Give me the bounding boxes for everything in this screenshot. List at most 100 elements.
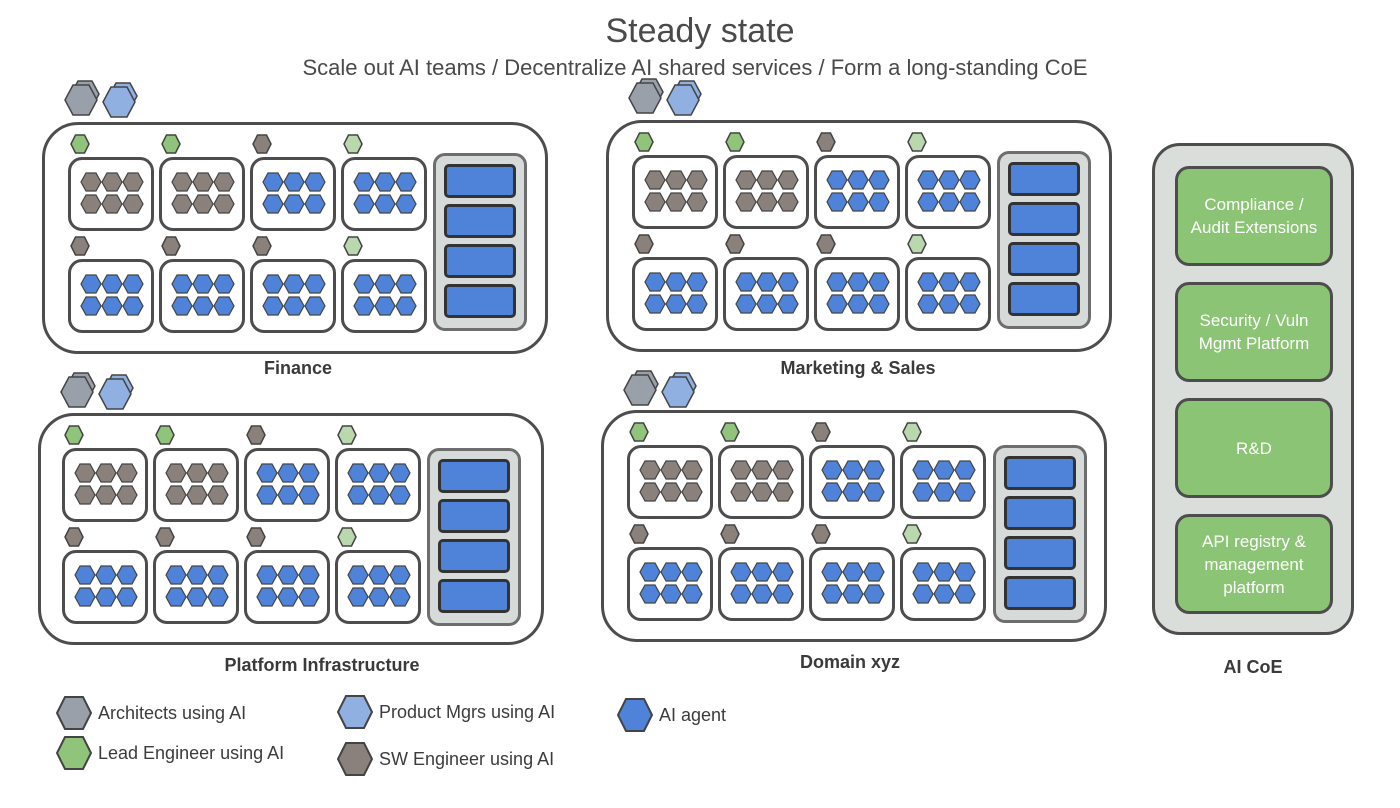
hexagon-shape [634,132,654,152]
team-box [627,547,713,621]
team-lead-hexagon-icon [811,422,831,442]
shared-ai-agent-block [1004,536,1076,570]
hexagon-shape [64,527,84,547]
hexagon-shape [98,378,132,410]
team-box [627,445,713,519]
shared-ai-agent-block [1004,576,1076,610]
ai-coe-label: AI CoE [1223,657,1283,677]
ai-agent-hexagon [298,565,320,585]
team-hexagon-grid [912,562,976,604]
legend-product-mgrs-label: Product Mgrs using AI [379,701,556,722]
team-box [718,445,804,519]
ai-agent-hexagon [959,272,981,292]
lead-hexagon [64,425,84,445]
coe-rnd: R&D [1175,398,1333,498]
sw-engineer-hexagon [730,482,752,502]
ai-agent-hexagon [256,463,278,483]
ai-agent-hexagon [756,294,778,314]
sw-engineer-hexagon [751,460,773,480]
sw-engineer-hexagon [756,170,778,190]
ai-agent-hexagon [304,296,326,316]
ai-agent-hexagon [735,294,757,314]
shared-ai-agent-block [1008,282,1080,316]
sw-engineer-hexagon [192,172,214,192]
team-hexagon-grid [256,463,320,505]
hexagon-shape [629,524,649,544]
team-box [62,550,148,624]
ai-agent-hexagon [665,272,687,292]
team-lead-hexagon-icon [720,422,740,442]
hexagon-shape [902,422,922,442]
lead-hexagon [629,524,649,544]
team-box [905,155,991,229]
team-box [159,259,245,333]
team-hexagon-grid [262,172,326,214]
ai-agent-hexagon [171,274,193,294]
lead-hexagon [629,422,649,442]
ai-agent-hexagon [938,294,960,314]
hexagon-shape [907,132,927,152]
sw-engineer-hexagon [660,460,682,480]
sw-engineer-hexagon [213,172,235,192]
ai-agent-hexagon [912,460,934,480]
ai-agent-hexagon [938,192,960,212]
shared-services-rail [993,445,1087,623]
lead-hexagon [70,236,90,256]
ai-agent-hexagon [262,274,284,294]
sw-engineer-hexagon [186,463,208,483]
hexagon-shape [343,236,363,256]
team-hexagon-grid [347,463,411,505]
team-box [723,257,809,331]
coe-security-vuln: Security / Vuln Mgmt Platform [1175,282,1333,382]
ai-agent-hexagon [868,192,890,212]
hexagon-shape [337,695,373,729]
ai-agent-hexagon [395,172,417,192]
diagram-title: Steady state [605,12,795,50]
team-hexagon-grid [262,274,326,316]
ai-agent-hexagon [116,587,138,607]
sw-engineer-hexagon [735,192,757,212]
ai-agent-hexagon [256,485,278,505]
ai-agent-hexagon [639,584,661,604]
ai-agent-hexagon [256,565,278,585]
ai-agent-hexagon [644,272,666,292]
team-hexagon-grid [80,274,144,316]
lead-hexagon [816,234,836,254]
lead-hexagon [155,527,175,547]
ai-agent-hexagon [686,272,708,292]
ai-agent-hexagon [95,565,117,585]
sw-engineer-hexagon [756,192,778,212]
shared-ai-agent-block [438,499,510,533]
team-hexagon-grid [639,562,703,604]
ai-agent-hexagon [374,172,396,192]
sw-engineer-hexagon [644,192,666,212]
sw-engineer-hexagon [171,194,193,214]
ai-agent-hexagon [298,463,320,483]
team-hexagon-grid [735,170,799,212]
lead-hexagon [902,524,922,544]
team-lead-hexagon-icon [816,234,836,254]
coe-api-registry: API registry & management platform [1175,514,1333,614]
ai-agent-hexagon [639,562,661,582]
team-box [809,445,895,519]
sw-engineer-hexagon [165,463,187,483]
ai-agent-hexagon [283,296,305,316]
lead-hexagon [337,425,357,445]
ai-coe-panel: Compliance / Audit Extensions Security /… [1152,143,1354,635]
team-box [244,550,330,624]
lead-hexagon [634,234,654,254]
ai-agent-hexagon [277,463,299,483]
architect-hexagon-icon [56,696,92,730]
sw-engineer-hexagon [644,170,666,190]
hexagon-shape [720,422,740,442]
team-box [632,257,718,331]
shared-services-rail [997,151,1091,329]
sw-engineer-hexagon [101,194,123,214]
ai-agent-hexagon [959,192,981,212]
lead-hexagon [161,236,181,256]
sw-engineer-hexagon [730,460,752,480]
ai-agent-hexagon [298,587,320,607]
shared-ai-agent-block [1008,242,1080,276]
ai-agent-hexagon [122,296,144,316]
team-hexagon-grid [171,172,235,214]
